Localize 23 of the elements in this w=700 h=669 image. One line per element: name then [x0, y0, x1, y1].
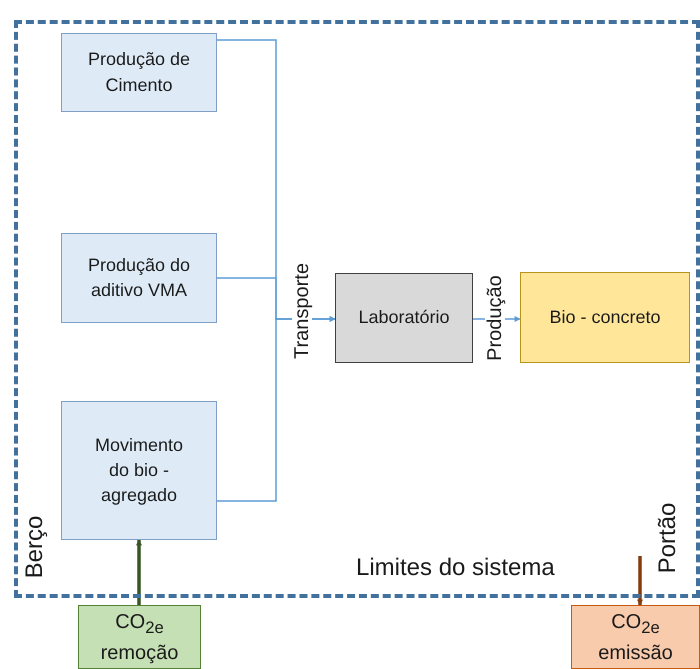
- removal-box: [78, 605, 201, 669]
- box-label: Bio - concreto: [549, 306, 661, 329]
- edge-label: Produção: [485, 274, 505, 362]
- box-label: Laboratório: [358, 306, 450, 330]
- box-label: CO$_{2e}$ emissão: [597, 610, 674, 666]
- emission-box: [571, 605, 700, 669]
- process-box: [61, 401, 217, 540]
- box-label: Produção de Cimento: [86, 48, 192, 96]
- box-label: Movimento do bio - agregado: [94, 434, 184, 508]
- system-boundary: [14, 20, 700, 598]
- product-box: [520, 272, 690, 363]
- edge-label: Transporte: [292, 262, 312, 360]
- boundary-label: Limites do sistema: [356, 554, 555, 583]
- box-label: CO$_{2e}$ remoção: [100, 610, 180, 666]
- arrow: [217, 316, 336, 502]
- process-box: [61, 33, 217, 112]
- arrow: [637, 556, 643, 606]
- process-box: [335, 273, 473, 363]
- process-box: [61, 233, 217, 323]
- stage-label: Berço: [23, 514, 47, 580]
- stage-label: Portão: [656, 502, 680, 574]
- arrow: [136, 539, 142, 605]
- box-label: Produção do aditivo VMA: [86, 254, 192, 302]
